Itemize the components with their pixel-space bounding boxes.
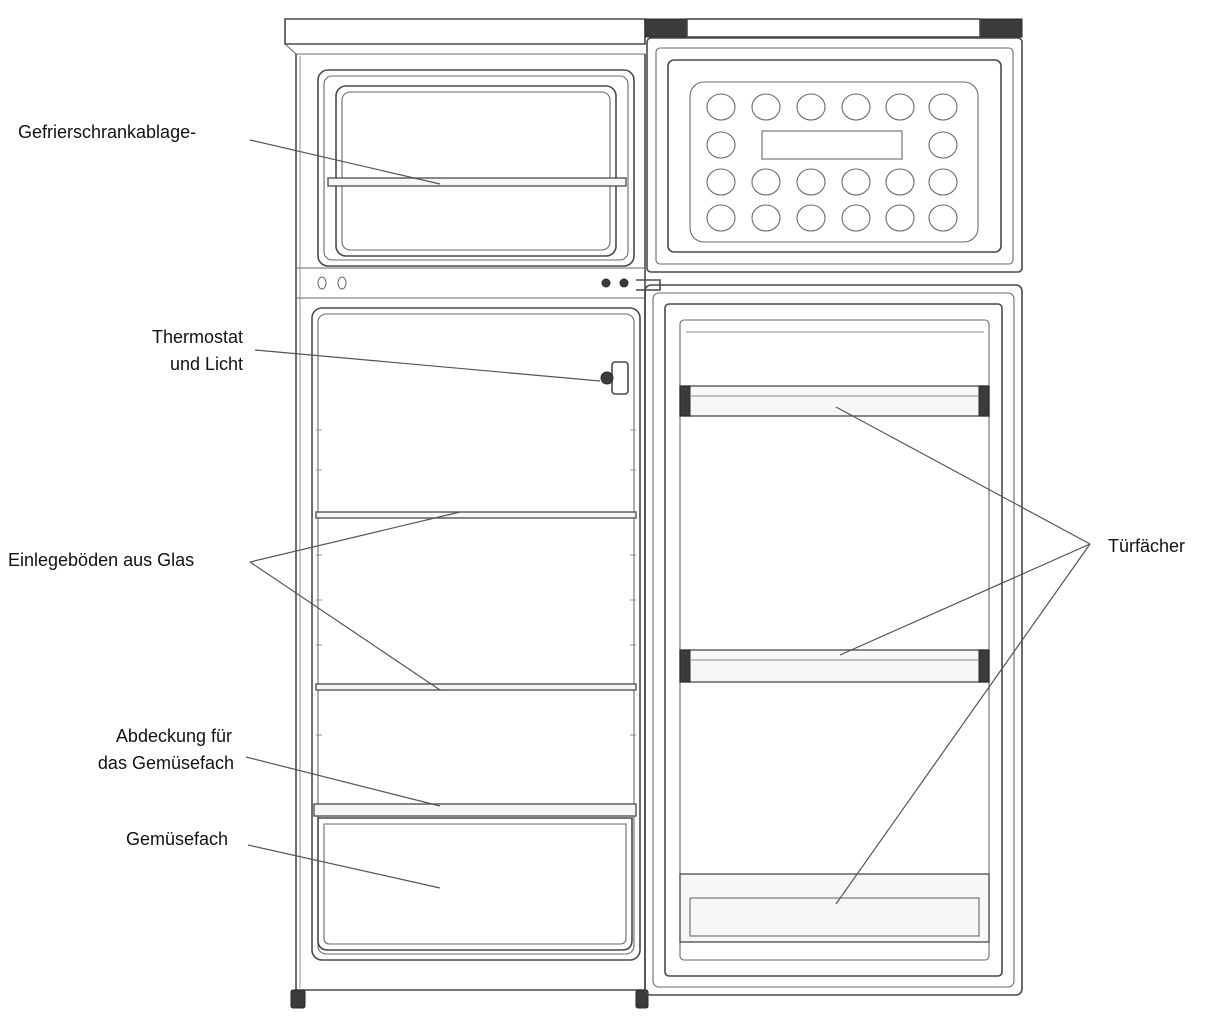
leader-glass-shelf-upper	[249, 511, 461, 563]
label-door-bins: Türfächer	[1108, 536, 1185, 556]
label-thermostat-line1: Thermostat	[152, 327, 243, 347]
door-bin-middle	[679, 649, 990, 683]
leader-door-bin-bottom	[835, 543, 1091, 905]
glass-shelf-upper	[315, 511, 637, 519]
door-bin-bottom	[679, 873, 990, 943]
freezer-compartment	[317, 69, 635, 267]
crisper-drawer	[317, 817, 633, 951]
leader-crisper	[247, 844, 441, 889]
freezer-shelf	[327, 177, 627, 187]
label-crisper-cover-line1: Abdeckung für	[116, 726, 232, 746]
label-glass-shelves: Einlegeböden aus Glas	[8, 550, 194, 570]
label-thermostat-line2: und Licht	[170, 354, 243, 374]
fridge-feet	[290, 989, 649, 1009]
freezer-door	[644, 18, 1023, 273]
label-freezer-shelf: Gefrierschrankablage-	[18, 122, 196, 142]
callout-labels: Gefrierschrankablage- Thermostat und Lic…	[8, 122, 1185, 849]
leader-glass-shelf-lower	[249, 561, 441, 691]
fridge-compartment	[311, 307, 641, 961]
leader-thermostat	[254, 349, 601, 382]
fridge-cabinet	[284, 18, 646, 991]
label-crisper: Gemüsefach	[126, 829, 228, 849]
label-crisper-cover-line2: das Gemüsefach	[98, 753, 234, 773]
leader-lines	[245, 139, 1091, 905]
door-bin-top	[679, 385, 990, 417]
divider-strip	[296, 267, 645, 299]
leader-door-bin-middle	[839, 543, 1091, 656]
leader-freezer-shelf	[249, 139, 441, 185]
fridge-door	[636, 279, 1023, 996]
crisper-cover	[313, 803, 637, 817]
glass-shelf-lower	[315, 683, 637, 691]
leader-door-bin-top	[835, 406, 1091, 545]
thermostat-light-unit	[600, 361, 629, 395]
leader-crisper-cover	[245, 756, 441, 807]
freezer-door-hollows	[706, 93, 958, 232]
